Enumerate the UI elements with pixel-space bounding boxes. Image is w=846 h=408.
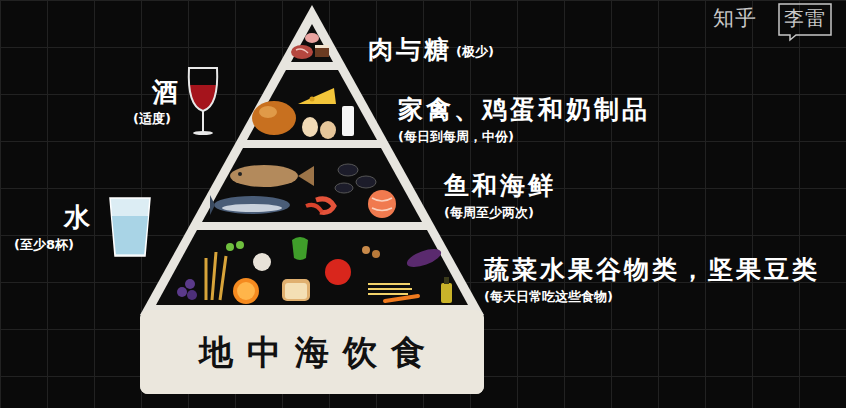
carrot	[385, 296, 418, 301]
mussel	[335, 183, 353, 193]
olive-oil	[441, 283, 452, 303]
tier-note: (每日到每周，中份)	[398, 130, 514, 145]
egg	[320, 121, 336, 139]
bread	[282, 279, 310, 301]
watermark: 知乎	[713, 6, 757, 30]
wine-glass	[189, 68, 217, 111]
salmon	[368, 190, 396, 218]
side-note: (至少8杯)	[14, 238, 74, 253]
nut	[362, 246, 370, 254]
base-band	[140, 310, 484, 394]
tier-title: 家禽、鸡蛋和奶制品	[398, 96, 650, 125]
tuna	[214, 196, 290, 214]
wine	[189, 85, 217, 110]
pyramid-outline	[140, 5, 484, 315]
steak	[291, 45, 313, 59]
tier-title: 蔬菜水果谷物类，坚果豆类	[484, 256, 820, 285]
water-glass	[110, 198, 150, 256]
tier	[247, 70, 377, 140]
grape	[187, 290, 197, 300]
mussel	[356, 176, 376, 188]
mussel	[338, 164, 358, 176]
pasta	[368, 284, 412, 294]
marbling	[296, 49, 308, 53]
bread-crumb	[285, 283, 307, 299]
cake-cream	[315, 45, 329, 48]
milk-glass	[342, 106, 354, 136]
salmon-lines	[372, 198, 392, 211]
green-pepper	[292, 237, 308, 260]
eggplant	[405, 245, 444, 270]
ham	[305, 33, 319, 43]
tuna-tail	[210, 195, 215, 215]
cake	[315, 45, 329, 57]
garlic	[253, 253, 271, 271]
olive-oil-cap	[444, 277, 449, 284]
apple	[325, 259, 351, 285]
tier	[156, 230, 468, 305]
wine-stem	[202, 111, 204, 132]
tier-note: (每天日常吃这些食物)	[484, 290, 613, 305]
tier	[291, 24, 333, 62]
cod	[230, 165, 298, 187]
nut	[372, 250, 380, 258]
orange-flesh	[237, 282, 255, 300]
tier	[202, 148, 422, 222]
tier-title: 肉与糖	[368, 36, 452, 65]
tier-note: (极少)	[456, 45, 494, 60]
orange-slice	[233, 278, 259, 304]
sprout	[236, 241, 244, 249]
grape	[177, 287, 187, 297]
sprout	[226, 243, 234, 251]
watermark: 李雷	[784, 7, 826, 30]
egg	[302, 117, 318, 137]
fish-eye	[238, 172, 242, 176]
cheese	[298, 88, 336, 104]
roast-chicken	[252, 101, 296, 135]
side-title: 水	[64, 203, 90, 233]
grape	[185, 279, 195, 289]
shrimp	[306, 205, 322, 212]
water	[112, 216, 148, 254]
side-title: 酒	[152, 78, 178, 108]
base-title: 地中海饮食	[185, 330, 439, 376]
base-band: 地中海饮食	[140, 312, 484, 394]
cod-tail	[298, 166, 314, 186]
tier-title: 鱼和海鲜	[444, 172, 556, 201]
cheese-hole	[310, 97, 315, 102]
side-note: (适度)	[133, 112, 171, 127]
wine-base	[193, 131, 213, 135]
tuna-belly	[222, 204, 282, 212]
chicken-shine	[259, 106, 277, 118]
tier-note: (每周至少两次)	[444, 206, 534, 221]
wheat	[206, 252, 226, 300]
watermark-bracket	[779, 4, 831, 40]
